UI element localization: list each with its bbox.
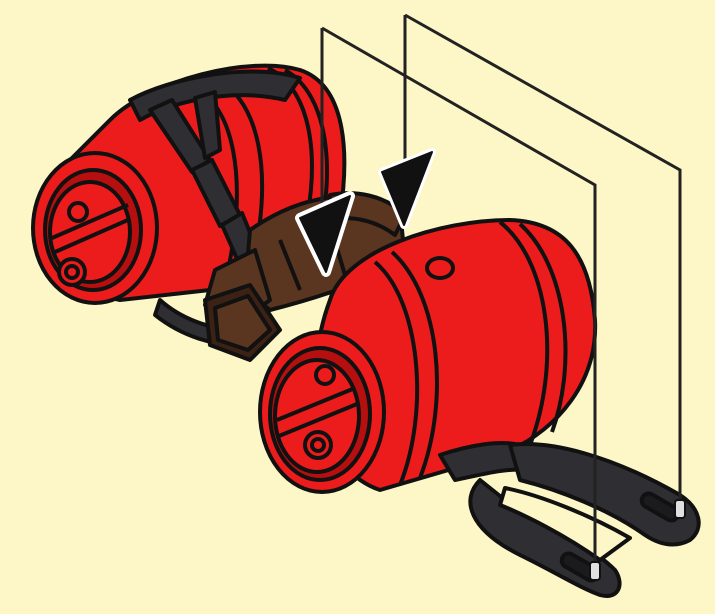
right-barrel-bolt-bottom-inner [312,439,324,451]
right-barrel-top-peg [427,258,453,278]
right-barrel-bolt-top [316,366,334,384]
left-barrel-bolt-top [69,203,87,221]
left-barrel-bolt-bottom-inner [66,266,78,278]
guide-peg-inner [590,562,600,580]
guide-peg-outer [675,500,685,518]
